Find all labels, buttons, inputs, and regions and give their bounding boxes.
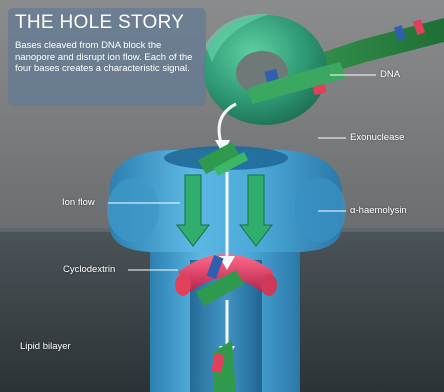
label-lipid-bilayer: Lipid bilayer bbox=[20, 341, 71, 352]
label-ion-flow: Ion flow bbox=[62, 197, 95, 208]
cyclodextrin-left-end bbox=[175, 274, 191, 296]
label-exonuclease: Exonuclease bbox=[350, 132, 404, 143]
label-dna: DNA bbox=[380, 69, 400, 80]
figure-caption: Bases cleaved from DNA block the nanopor… bbox=[15, 40, 201, 75]
label-cyclodextrin: Cyclodextrin bbox=[63, 264, 115, 275]
figure-title: THE HOLE STORY bbox=[15, 12, 184, 34]
pore-cap-left-lobe bbox=[107, 178, 159, 242]
cyclodextrin-right-end bbox=[261, 274, 277, 296]
label-alpha-haemolysin: α-haemolysin bbox=[350, 205, 407, 216]
pore-cap-right-lobe bbox=[294, 178, 346, 242]
